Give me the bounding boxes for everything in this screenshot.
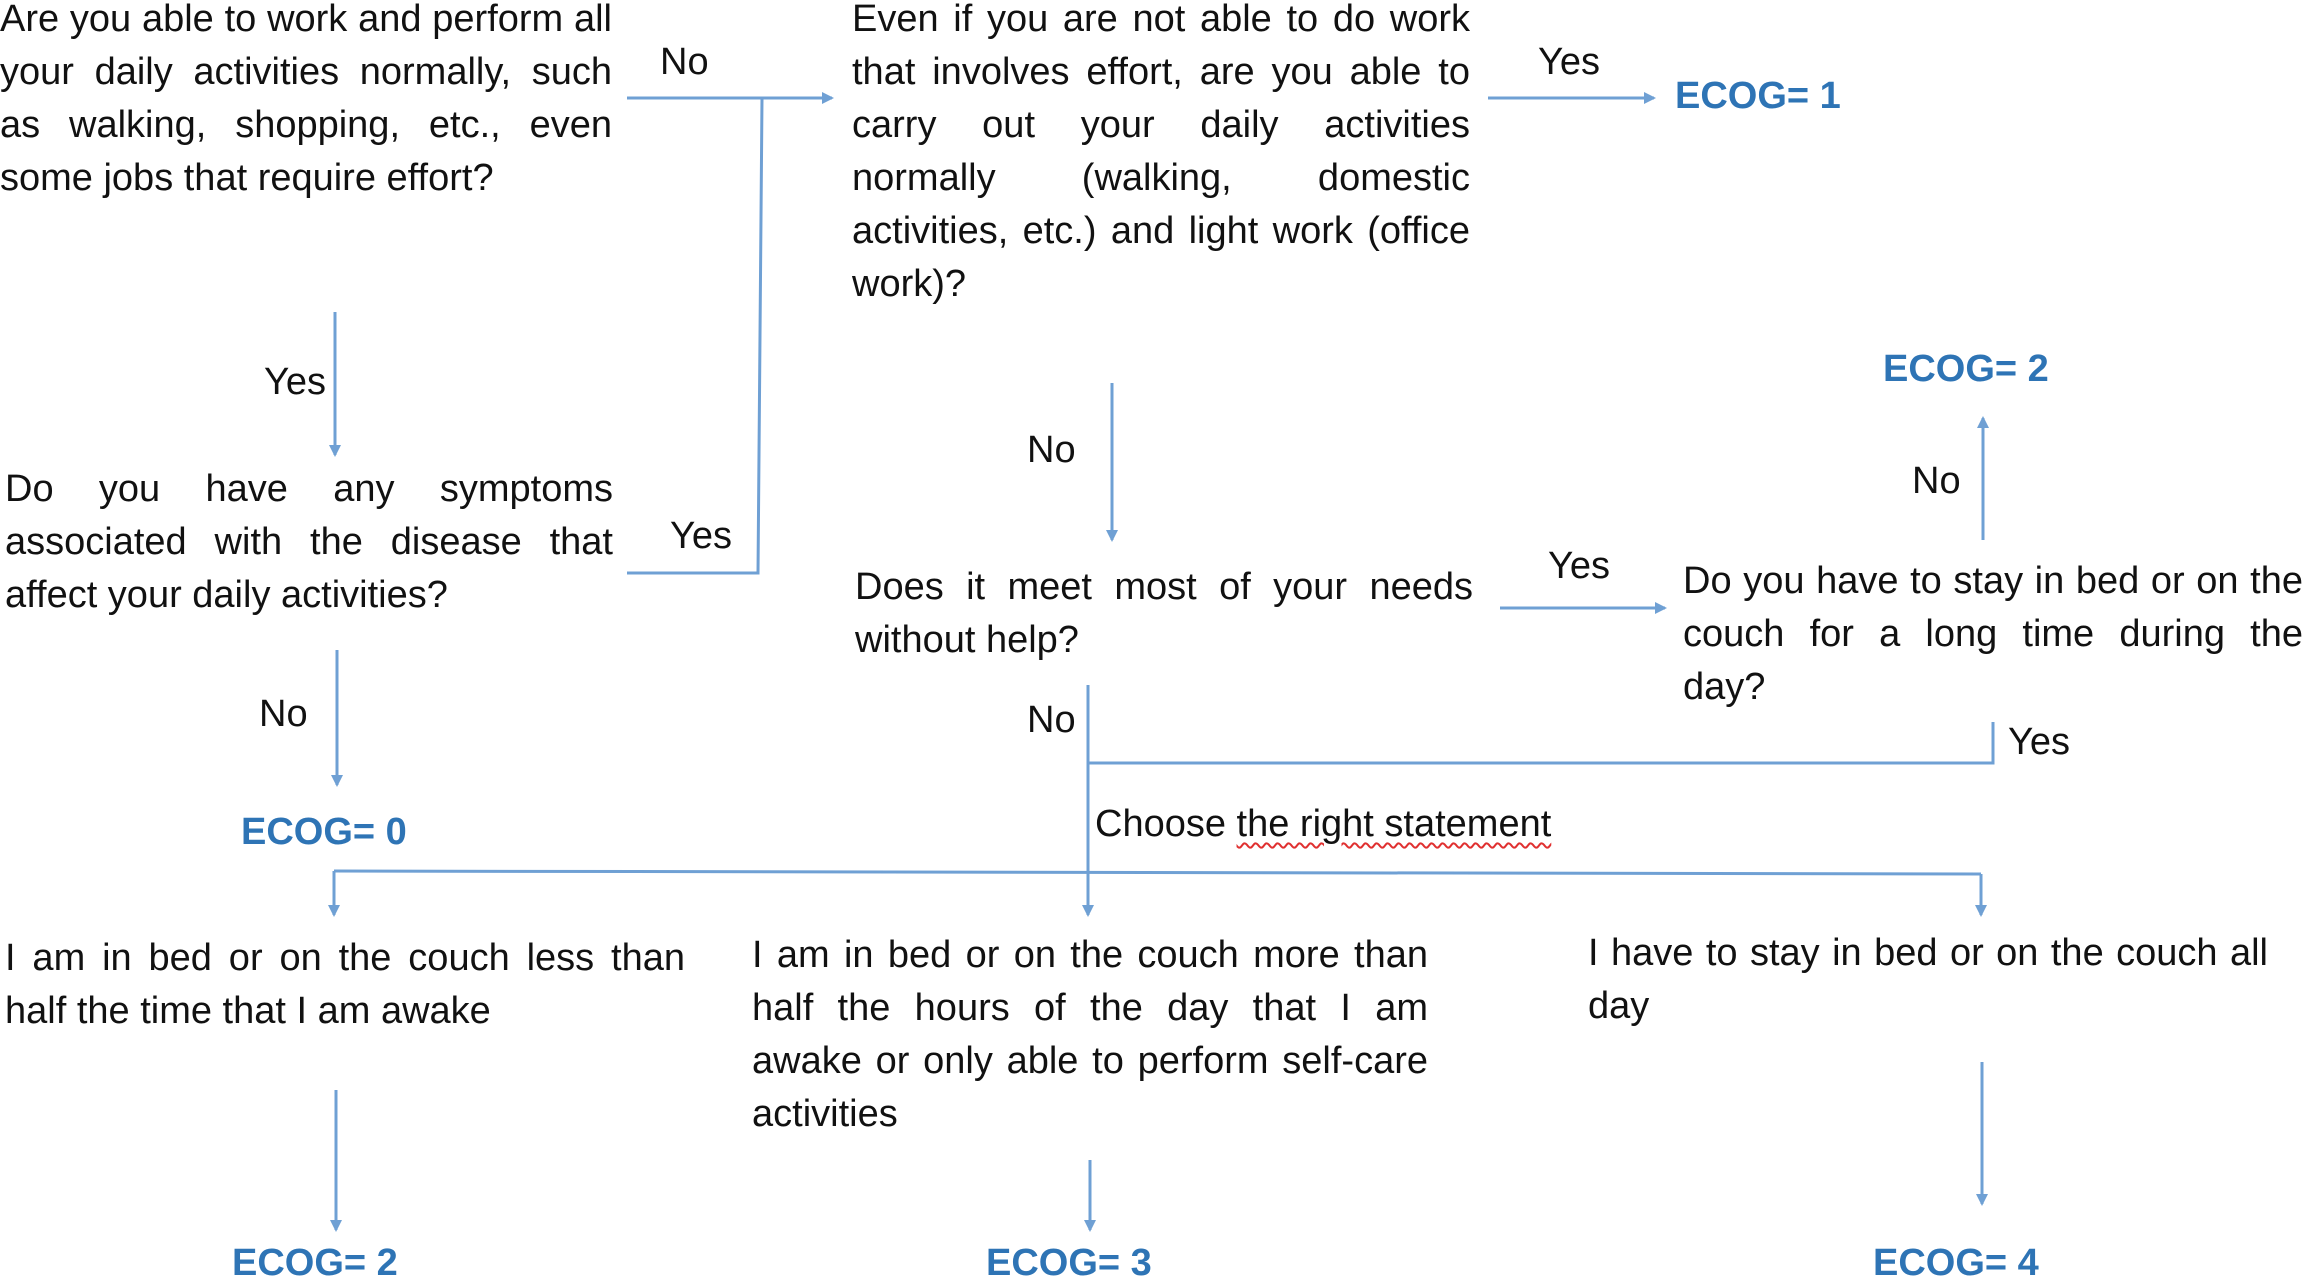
label-no-symptoms: No (259, 693, 308, 735)
label-no-q1: No (660, 41, 709, 83)
label-yes-q1: Yes (264, 361, 326, 403)
choose-lead: Choose (1095, 803, 1237, 845)
question-symptoms: Do you have any symptoms associated with… (5, 468, 613, 616)
label-no-needs: No (1027, 699, 1076, 741)
result-ecog-0: ECOG= 0 (241, 811, 407, 853)
statement-all-day: I have to stay in bed or on the couch al… (1588, 932, 2268, 1027)
result-ecog-3: ECOG= 3 (986, 1242, 1152, 1284)
label-yes-bed: Yes (2008, 721, 2070, 763)
line-statement-bar (333, 869, 1982, 876)
result-ecog-1: ECOG= 1 (1675, 75, 1841, 117)
line-symptoms-yes-to-q2 (627, 97, 764, 575)
result-ecog-2: ECOG= 2 (232, 1242, 398, 1284)
result-ecog-2-top: ECOG= 2 (1883, 348, 2049, 390)
statement-more-than-half: I am in bed or on the couch more than ha… (752, 934, 1428, 1135)
question-meets-needs: Does it meet most of your needs without … (855, 566, 1473, 661)
label-yes-needs: Yes (1548, 545, 1610, 587)
question-light-work: Even if you are not able to do work that… (852, 0, 1470, 305)
label-no-bed: No (1912, 460, 1961, 502)
question-stay-in-bed: Do you have to stay in bed or on the cou… (1683, 560, 2303, 708)
choose-squiggly-text: the right statement (1236, 803, 1552, 845)
statement-less-than-half: I am in bed or on the couch less than ha… (5, 937, 685, 1032)
result-ecog-4: ECOG= 4 (1873, 1242, 2039, 1284)
question-work-normally: Are you able to work and perform all you… (0, 0, 612, 199)
choose-statement-label: Choose the right statement (1095, 802, 1551, 846)
label-yes-symptoms: Yes (670, 515, 732, 557)
line-bed-yes-to-choose (1088, 722, 1995, 765)
label-no-q2: No (1027, 429, 1076, 471)
label-yes-q2: Yes (1538, 41, 1600, 83)
